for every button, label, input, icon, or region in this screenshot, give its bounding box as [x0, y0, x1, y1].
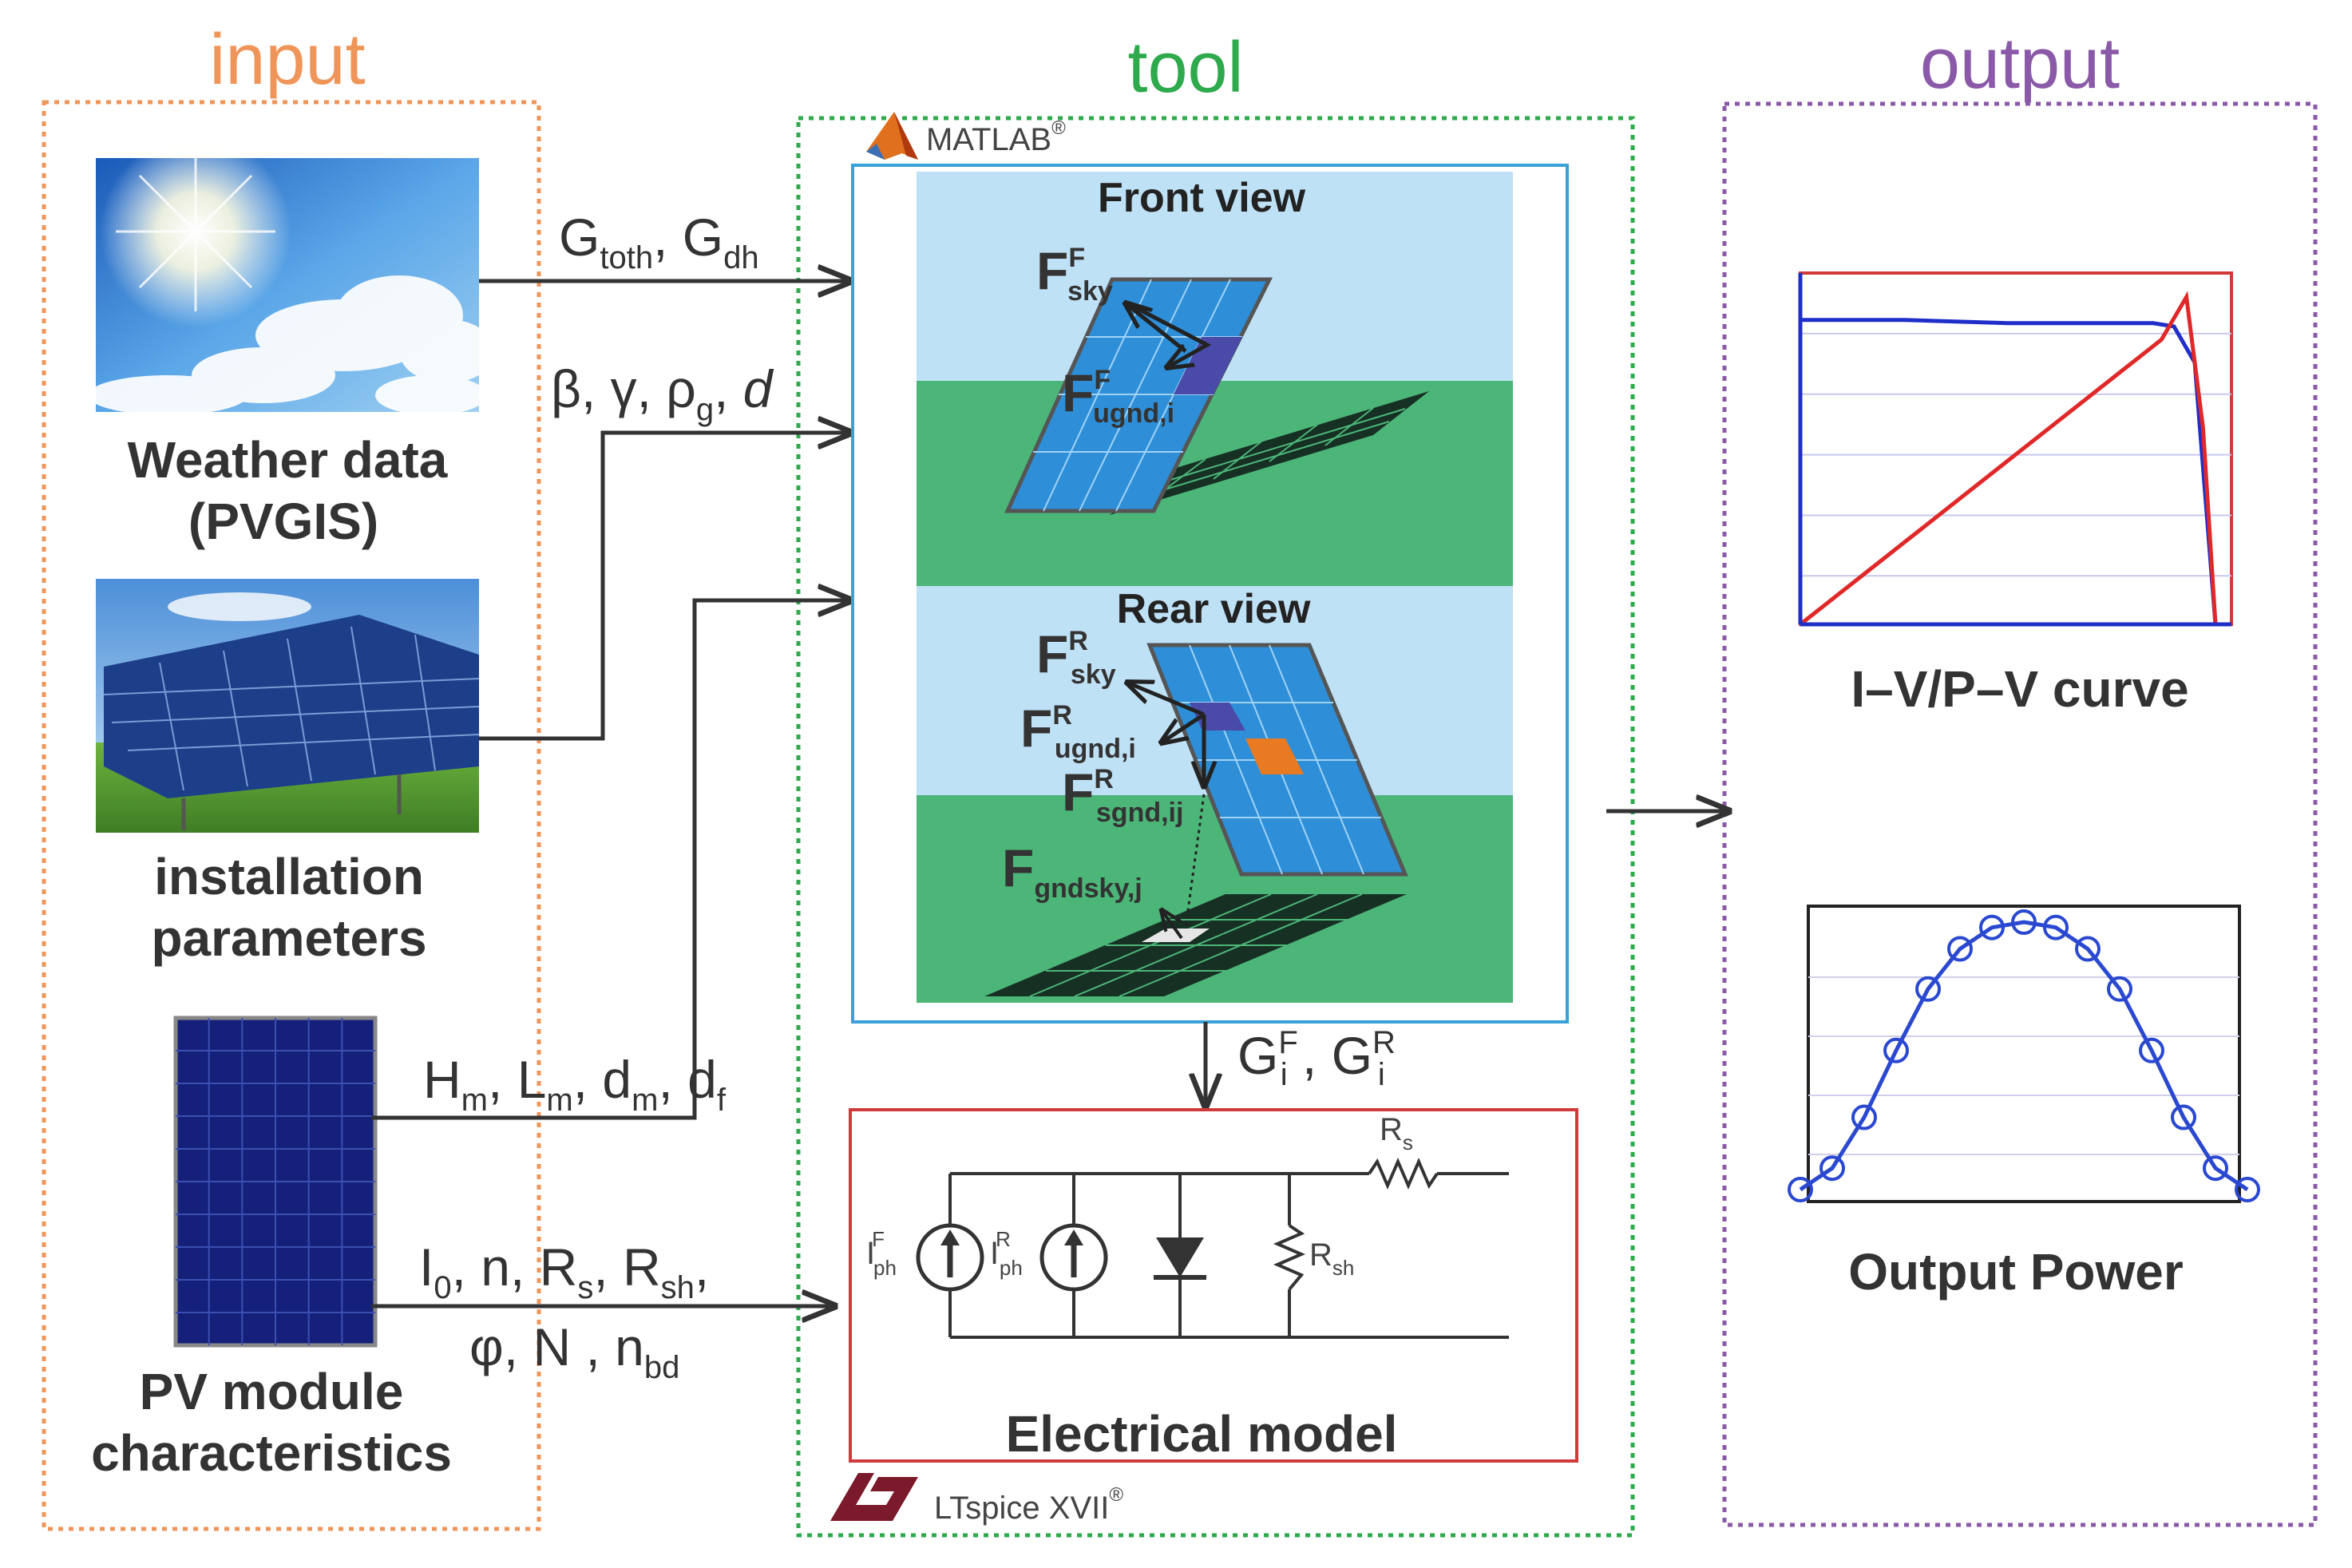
power-data-point [1788, 1177, 1813, 1202]
geometry-params-label: Hm, Lm, dm, df [423, 1050, 727, 1118]
matlab-label: MATLAB® [926, 117, 1066, 157]
power-data-point [2139, 1037, 2164, 1063]
electrical-model-title: Electrical model [1006, 1405, 1398, 1463]
weather-label-line2: (PVGIS) [188, 493, 378, 550]
diode-icon [1154, 1237, 1206, 1280]
power-data-point [2107, 976, 2132, 1002]
power-data-point [1915, 976, 1941, 1002]
power-curve-line [1799, 920, 2249, 1192]
iv-pv-title: I–V/P–V curve [1851, 660, 2188, 718]
rear-fgndsky-label: Fgndsky,j [1002, 838, 1142, 904]
installation-params-label: β, γ, ρg, d [551, 359, 774, 427]
rear-view-title: Rear view [1117, 586, 1311, 632]
series-resistor-icon [1368, 1157, 1439, 1190]
installation-arrow [479, 433, 850, 741]
pv-module-label-line1: PV module [140, 1363, 404, 1420]
output-power-title: Output Power [1848, 1243, 2184, 1301]
matlab-logo [866, 112, 918, 160]
power-data-point [2011, 909, 2037, 935]
power-data-point [2043, 914, 2069, 940]
current-source-front-icon [916, 1223, 984, 1292]
power-data-point [2075, 936, 2101, 962]
iv-curve-line [1800, 318, 2218, 625]
installation-label-line2: parameters [151, 909, 426, 967]
rs-label: Rs [1380, 1112, 1413, 1154]
pv-curve-line [1799, 291, 2218, 626]
geometry-arrow [371, 600, 850, 1120]
rsh-label: Rsh [1309, 1237, 1354, 1280]
weather-sky-image [88, 136, 495, 415]
iv-pv-chart [1798, 271, 2233, 627]
power-data-point [1947, 936, 1973, 962]
electrical-model-frame [849, 1108, 1578, 1463]
power-data-point [2235, 1177, 2260, 1202]
power-data-point [2171, 1104, 2196, 1130]
power-data-point [2203, 1155, 2228, 1182]
current-source-rear-icon [1039, 1223, 1108, 1292]
power-data-point [1851, 1104, 1877, 1130]
pv-module-image [173, 1016, 378, 1348]
input-section-box [42, 100, 541, 1531]
output-power-chart [1788, 905, 2260, 1203]
shunt-resistor-icon [1273, 1224, 1306, 1291]
output-title: output [1920, 24, 2120, 104]
irradiance-to-model-label: IGFi , GRi [1237, 1025, 1396, 1092]
tool-section-box [796, 116, 1635, 1538]
installation-label-line1: installation [154, 848, 424, 905]
irradiance-label: Gtoth, Gdh [559, 208, 759, 275]
front-view-title: Front view [1098, 175, 1306, 221]
weather-label-line1: Weather data [128, 431, 448, 489]
rear-view-scene [917, 586, 1513, 1003]
power-data-point [1979, 914, 2005, 940]
equivalent-circuit [948, 1172, 1509, 1339]
ltspice-label: LTspice XVII® [934, 1484, 1123, 1526]
electrical-params-line1: I0, n, Rs, Rsh, [419, 1237, 709, 1305]
input-title: input [209, 20, 365, 100]
pv-module-label-line2: characteristics [91, 1424, 452, 1482]
front-view-scene [917, 172, 1513, 586]
matlab-frame [851, 164, 1569, 1024]
power-data-point [1883, 1037, 1909, 1063]
solar-farm-image [96, 579, 480, 833]
tool-title: tool [1127, 28, 1243, 108]
electrical-params-line2: φ, N , nbd [469, 1317, 679, 1385]
power-data-point [1819, 1155, 1845, 1182]
ltspice-logo [830, 1473, 918, 1521]
